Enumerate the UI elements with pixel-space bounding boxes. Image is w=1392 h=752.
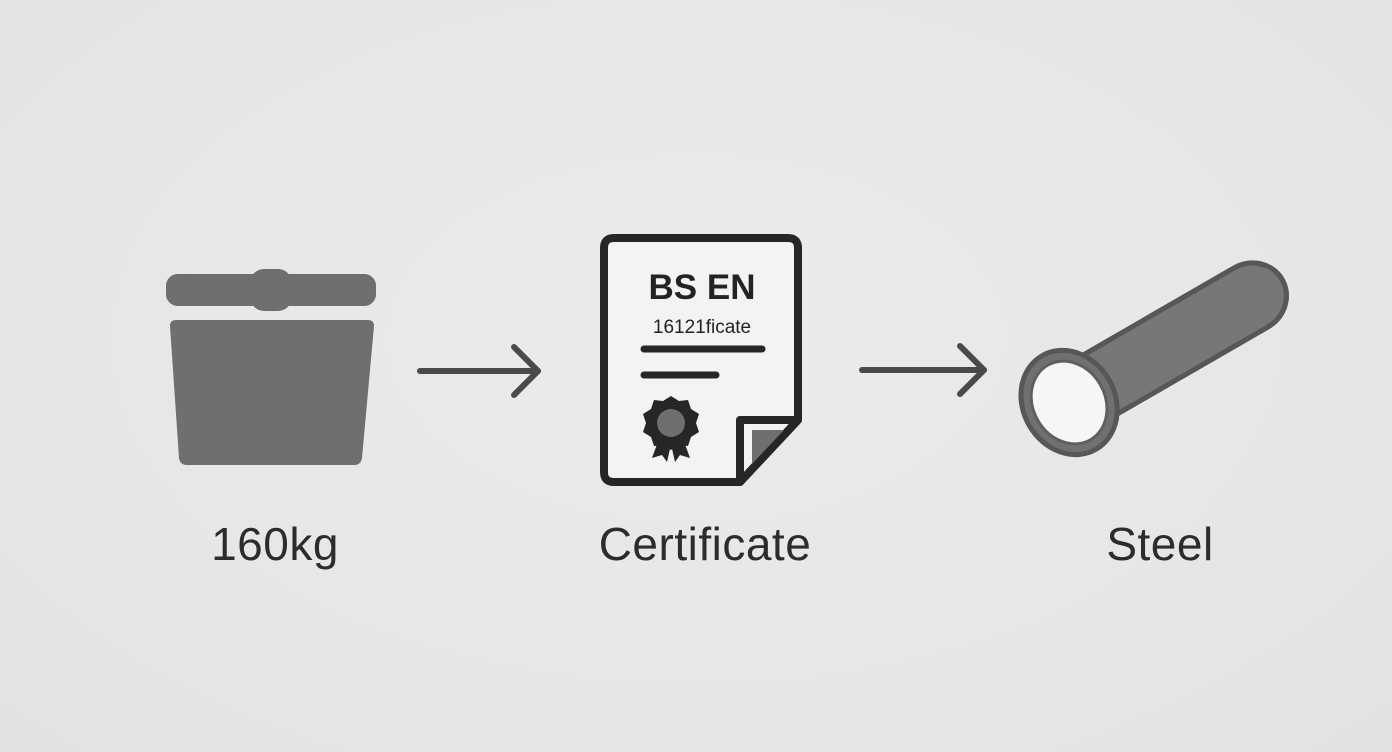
steel-pipe-icon [1018, 260, 1289, 458]
right-arrow-icon [859, 343, 987, 397]
step-label-steel: Steel [1106, 518, 1214, 570]
seal-icon [643, 396, 699, 462]
weight-bucket-icon [166, 269, 376, 465]
certificate-document-icon: BS EN 16121ficate [600, 234, 802, 486]
certificate-heading: BS EN [649, 268, 756, 307]
right-arrow-icon [417, 344, 541, 398]
step-label-certificate: Certificate [598, 518, 812, 570]
step-label-weight: 160kg [211, 518, 339, 570]
certificate-subheading: 16121ficate [653, 317, 751, 338]
